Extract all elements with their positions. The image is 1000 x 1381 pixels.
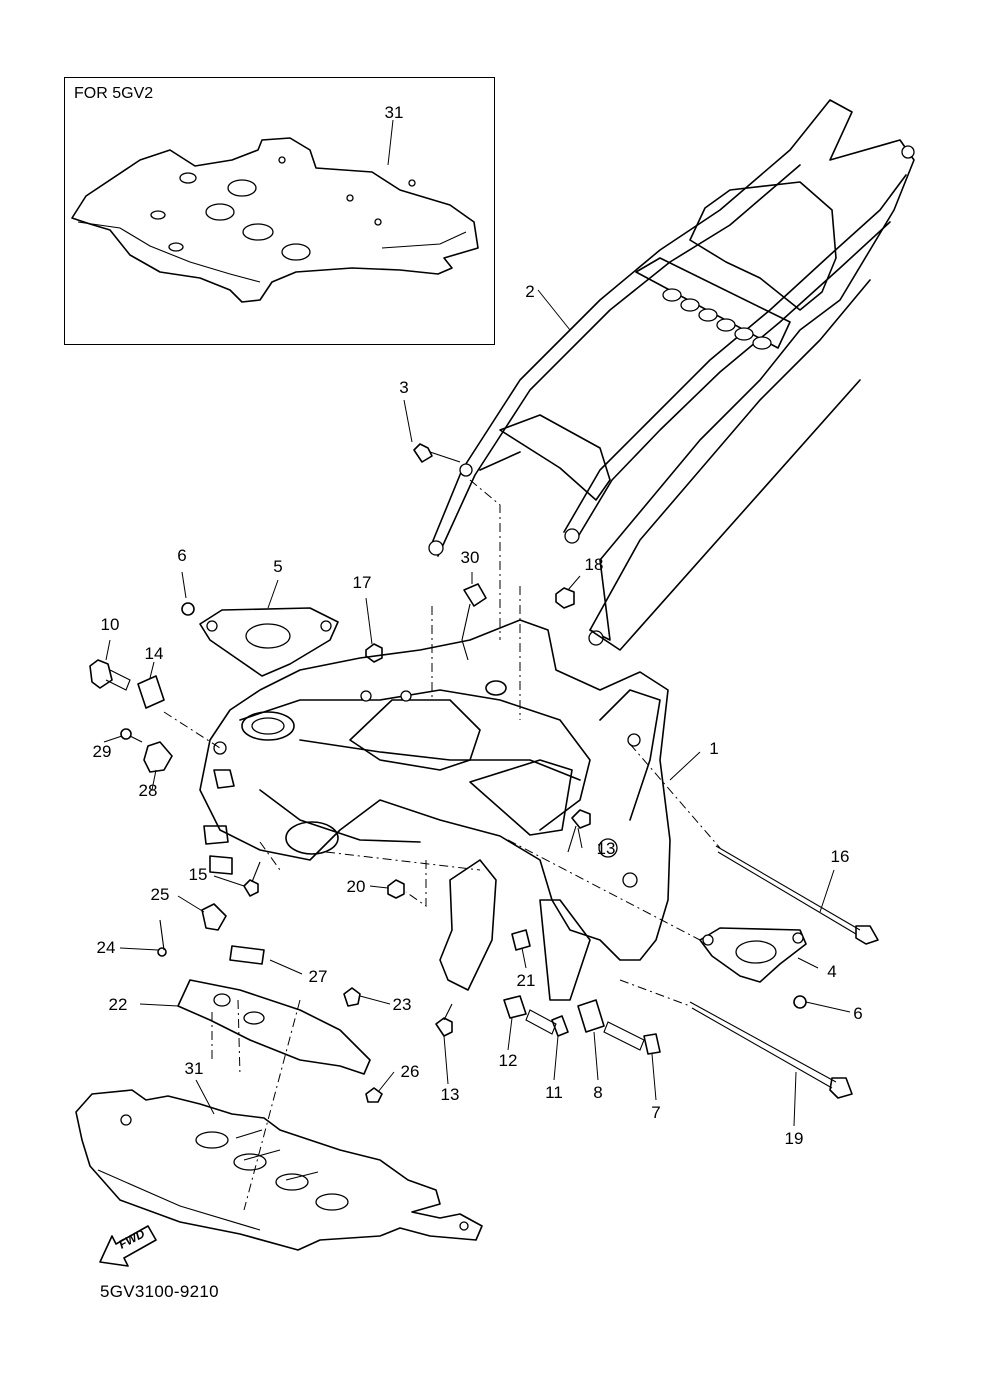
callout-19: 19: [784, 1129, 804, 1148]
callout-4: 4: [827, 962, 837, 981]
callout-22: 22: [108, 995, 128, 1014]
lower-bracket: [177, 859, 591, 1075]
callout-5: 5: [273, 557, 283, 576]
callout-25: 25: [150, 885, 170, 904]
callout-28: 28: [138, 781, 158, 800]
callout-3: 3: [399, 378, 409, 397]
hardware: [89, 443, 879, 1103]
callout-21: 21: [516, 971, 536, 990]
callout-27: 27: [308, 967, 328, 986]
callout-17: 17: [352, 573, 372, 592]
main-frame: [199, 619, 701, 961]
callout-1: 1: [709, 739, 719, 758]
callout-16: 16: [830, 847, 850, 866]
callout-23: 23: [392, 995, 412, 1014]
callout-8: 8: [593, 1083, 603, 1102]
callout-18: 18: [584, 555, 604, 574]
rear-subframe: [428, 99, 915, 651]
callout-24: 24: [96, 938, 116, 957]
callout-6-right: 6: [853, 1004, 863, 1023]
callout-13-right: 13: [596, 839, 616, 858]
bottom-skid-plate: [75, 1079, 483, 1251]
callout-6-top: 6: [177, 546, 187, 565]
inset-panel: FOR 5GV2: [64, 77, 495, 345]
leader-lines: [103, 399, 851, 1127]
callout-31-inset: 31: [384, 103, 404, 122]
callout-7: 7: [651, 1103, 661, 1122]
callout-12: 12: [498, 1051, 518, 1070]
callout-20: 20: [346, 877, 366, 896]
assembly-lines: [163, 479, 721, 1211]
catalog-code: 5GV3100-9210: [100, 1282, 219, 1301]
callout-10: 10: [100, 615, 120, 634]
callout-13-bottom: 13: [440, 1085, 460, 1104]
callout-11: 11: [545, 1083, 563, 1102]
callout-30: 30: [460, 548, 480, 567]
callout-31-bottom: 31: [184, 1059, 204, 1078]
engine-mount-brackets: [199, 579, 819, 983]
callout-14: 14: [144, 644, 164, 663]
callout-26: 26: [400, 1062, 420, 1081]
fwd-arrow-icon: [99, 1225, 157, 1267]
callout-29: 29: [92, 742, 112, 761]
inset-title: FOR 5GV2: [74, 85, 154, 102]
inset-skid-plate: [71, 119, 479, 303]
callout-2: 2: [525, 282, 535, 301]
callout-15: 15: [188, 865, 208, 884]
